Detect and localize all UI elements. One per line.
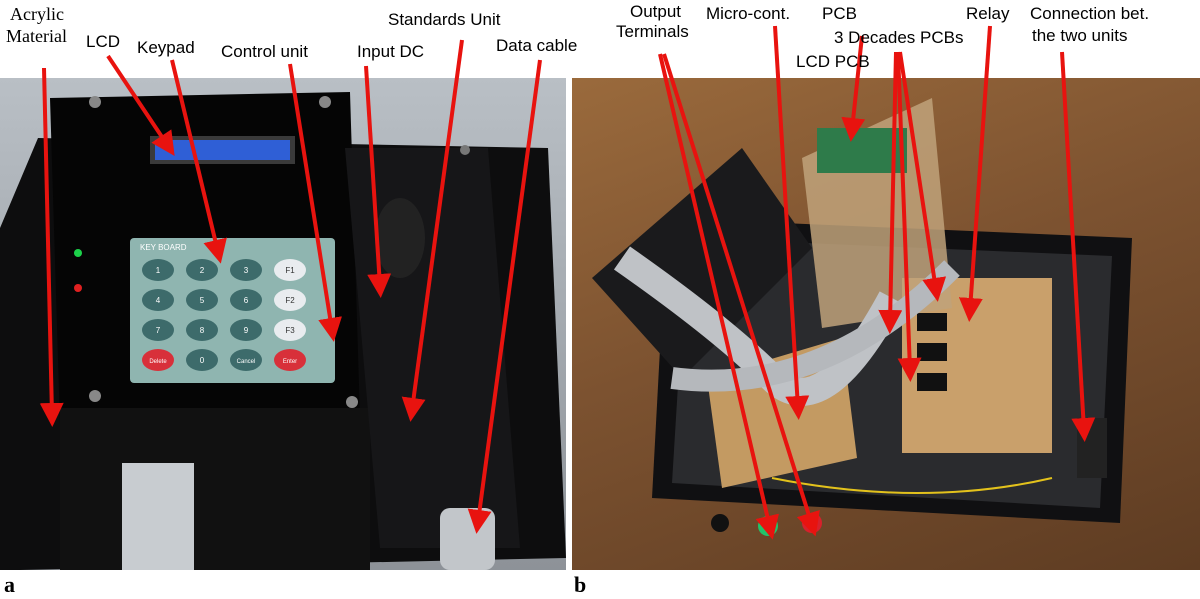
keypad-key-label: 0 [200, 356, 205, 365]
keypad-key-label: F2 [285, 296, 295, 305]
lcd-pcb-green [817, 128, 907, 173]
label-acrylic: Acrylic [10, 4, 64, 24]
keypad-key [142, 259, 174, 281]
label-lcd-pcb: LCD PCB [796, 52, 870, 71]
keypad-header: KEY BOARD [140, 243, 187, 252]
keypad-key [230, 289, 262, 311]
label-output: Output [630, 2, 682, 21]
label-connection: Connection bet. [1030, 4, 1150, 23]
keypad-key [186, 319, 218, 341]
keypad-key-label: 2 [200, 266, 205, 275]
keypad-key [230, 319, 262, 341]
green-led [74, 249, 82, 257]
panel-letter-a: a [4, 572, 15, 597]
keypad-key [142, 349, 174, 371]
control-unit-body [60, 408, 370, 570]
label-pcb: PCB [822, 4, 857, 23]
keypad-key-label: 4 [156, 296, 161, 305]
photo-panel-b [572, 78, 1200, 570]
input-dc-connector [375, 198, 425, 278]
label-keypad: Keypad [137, 38, 195, 57]
keypad-key-label: 1 [156, 266, 161, 275]
screw [460, 145, 470, 155]
keypad-key-label: 8 [200, 326, 205, 335]
photo-b-scene [592, 98, 1132, 536]
ribbon-cable-left [122, 463, 194, 570]
output-terminal-black [711, 514, 729, 532]
red-led [74, 284, 82, 292]
relay-chip [917, 313, 947, 331]
label-micro-cont: Micro-cont. [706, 4, 791, 23]
lcd-screen [155, 140, 290, 160]
keypad-key-label: Delete [149, 359, 167, 365]
keypad-key-label: Enter [283, 359, 297, 365]
ribbon-cable-right [440, 508, 495, 570]
output-terminal-green [758, 516, 778, 536]
label-input-dc: Input DC [357, 42, 425, 61]
label-two-units: the two units [1032, 26, 1128, 45]
keypad-key-label: 7 [156, 326, 161, 335]
label-decades: 3 Decades PCBs [834, 28, 964, 47]
keypad-key-label: Cancel [237, 359, 256, 365]
keypad-key-label: 3 [244, 266, 249, 275]
keypad-key [274, 349, 306, 371]
keypad-key-label: 9 [244, 326, 249, 335]
label-lcd: LCD [86, 32, 121, 51]
keypad-key [142, 319, 174, 341]
label-material: Material [6, 26, 67, 46]
keypad-key [142, 289, 174, 311]
relay-chip [917, 373, 947, 391]
keypad-key [230, 259, 262, 281]
keypad-key [230, 349, 262, 371]
keypad-key-label: 6 [244, 296, 249, 305]
output-terminal-red [802, 513, 822, 533]
relay-chip [917, 343, 947, 361]
connector [1077, 418, 1107, 478]
keypad-key-label: 5 [200, 296, 205, 305]
screw [319, 96, 331, 108]
label-control-unit: Control unit [221, 42, 308, 61]
keypad-key-label: F3 [285, 326, 295, 335]
screw [89, 390, 101, 402]
keypad-key-label: F1 [285, 266, 295, 275]
screw [89, 96, 101, 108]
keypad-key [186, 259, 218, 281]
label-terminals: Terminals [616, 22, 689, 41]
keypad-key [186, 289, 218, 311]
keypad-key [186, 349, 218, 371]
screw [346, 396, 358, 408]
label-data-cable: Data cable [496, 36, 578, 55]
label-standards-unit: Standards Unit [388, 10, 501, 29]
panel-letter-b: b [574, 572, 587, 597]
label-relay: Relay [966, 4, 1010, 23]
